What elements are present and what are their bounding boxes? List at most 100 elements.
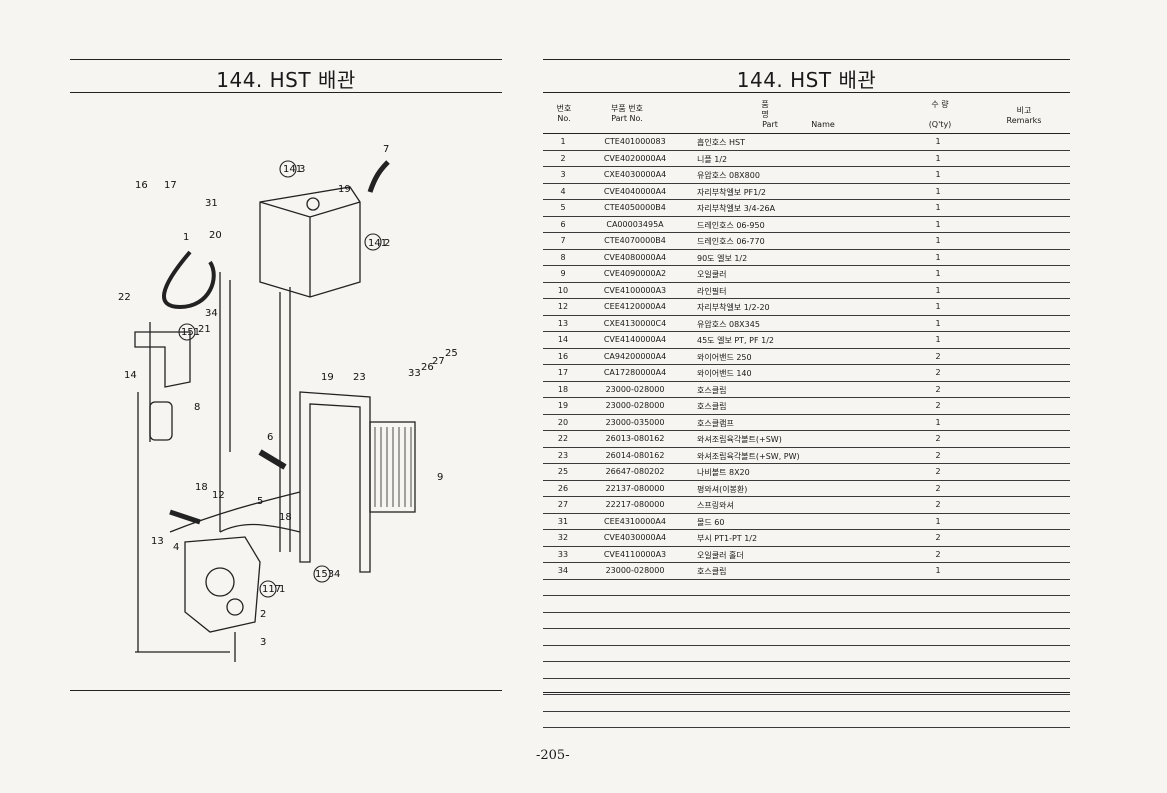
callout-circled: 151	[181, 327, 200, 338]
tank-filler	[306, 197, 320, 211]
empty-table-row	[543, 596, 1070, 613]
row-part-name: 와셔조립육각볼트(+SW)	[697, 435, 782, 444]
row-part-name: 평와셔(이봉환)	[697, 484, 748, 494]
row-no: 17	[557, 368, 569, 377]
empty-table-row	[543, 646, 1070, 662]
page-title-right: 144. HST 배관	[736, 68, 877, 92]
hst-piping-exploded-diagram: 7 141 3 16 17 31 19 1 20 141 2 22 34 151…	[118, 144, 458, 662]
callout-circled: 153	[315, 569, 334, 580]
row-part-name: 스프링와셔	[697, 501, 734, 510]
row-part-no: 26647-080202	[605, 467, 665, 476]
callout-circled: 141	[283, 164, 302, 175]
row-part-name: 와이어밴드 140	[697, 369, 752, 378]
header-part-en: Part	[762, 120, 778, 129]
right-title-bottom-rule	[543, 92, 1070, 93]
row-no: 4	[560, 186, 566, 196]
row-part-no: 22217-080000	[605, 500, 665, 509]
callout: 7	[383, 144, 389, 155]
row-no: 14	[557, 335, 569, 344]
callout: 9	[437, 472, 443, 483]
row-part-no: CTE401000083	[604, 137, 666, 146]
row-qty: 1	[935, 203, 941, 212]
row-part-name: 라인필터	[697, 286, 727, 296]
row-part-no: CVE4110000A3	[603, 549, 667, 559]
callout: 17	[164, 180, 177, 191]
row-qty: 1	[935, 186, 941, 196]
row-part-name: 몰드 60	[697, 517, 725, 527]
empty-table-row	[543, 712, 1070, 728]
row-part-no: CA17280000A4	[603, 368, 667, 377]
row-no: 3	[560, 170, 566, 179]
empty-table-row	[543, 580, 1070, 596]
row-no: 1	[560, 137, 566, 146]
callout: 25	[445, 348, 458, 359]
callout: 5	[257, 496, 263, 507]
oil-tank	[259, 186, 361, 298]
row-part-name: 드레인호스 06-770	[697, 237, 765, 246]
callout: 22	[118, 292, 131, 303]
row-part-no: CTE4050000B4	[604, 203, 666, 212]
row-no: 2	[560, 153, 566, 163]
row-part-no: CVE4040000A4	[603, 186, 667, 196]
page-title-left: 144. HST 배관	[216, 68, 356, 92]
row-qty: 2	[935, 384, 941, 394]
row-part-name: 부시 PT1-PT 1/2	[697, 534, 758, 543]
row-part-no: CVE4080000A4	[603, 252, 667, 262]
left-bottom-rule	[70, 690, 502, 691]
callout: 3	[260, 637, 266, 648]
row-part-name: 와셔조립육각볼트(+SW, PW)	[697, 451, 800, 461]
row-no: 32	[557, 533, 569, 542]
hose-1	[162, 250, 216, 310]
table-row: 17 CA17280000A4 와이어밴드 140 2	[543, 365, 1070, 382]
row-part-name: 45도 엘보 PT, PF 1/2	[697, 336, 774, 345]
callout: 4	[173, 542, 179, 553]
empty-table-row	[543, 662, 1070, 679]
callout: 19	[321, 372, 334, 383]
line-filter	[149, 401, 173, 441]
row-qty: 2	[935, 467, 941, 476]
row-no: 18	[557, 384, 569, 394]
row-part-name: 호스클립	[697, 402, 727, 411]
row-part-name: 흡인호스 HST	[697, 138, 745, 147]
row-qty: 1	[935, 219, 941, 229]
callout: 12	[212, 490, 225, 501]
callout: 18	[195, 482, 208, 493]
row-part-no: CTE4070000B4	[604, 236, 666, 245]
row-no: 8	[560, 252, 566, 262]
callout: 2	[260, 609, 266, 620]
callout: 26	[421, 362, 434, 373]
row-qty: 1	[935, 417, 941, 427]
row-part-no: CVE4100000A3	[603, 285, 667, 295]
row-no: 6	[560, 219, 566, 229]
right-bottom-rule	[543, 692, 1070, 693]
callout: 27	[432, 356, 445, 367]
row-no: 12	[557, 302, 569, 311]
row-part-no: 22137-080000	[605, 483, 665, 493]
row-qty: 2	[935, 549, 941, 559]
row-part-no: CVE4030000A4	[603, 533, 667, 542]
callout: 34	[205, 308, 218, 319]
row-no: 9	[560, 269, 566, 278]
callout: 6	[267, 432, 273, 443]
row-part-name: 나비볼트 8X20	[697, 468, 750, 477]
row-qty: 2	[935, 368, 941, 377]
row-no: 10	[557, 285, 569, 295]
